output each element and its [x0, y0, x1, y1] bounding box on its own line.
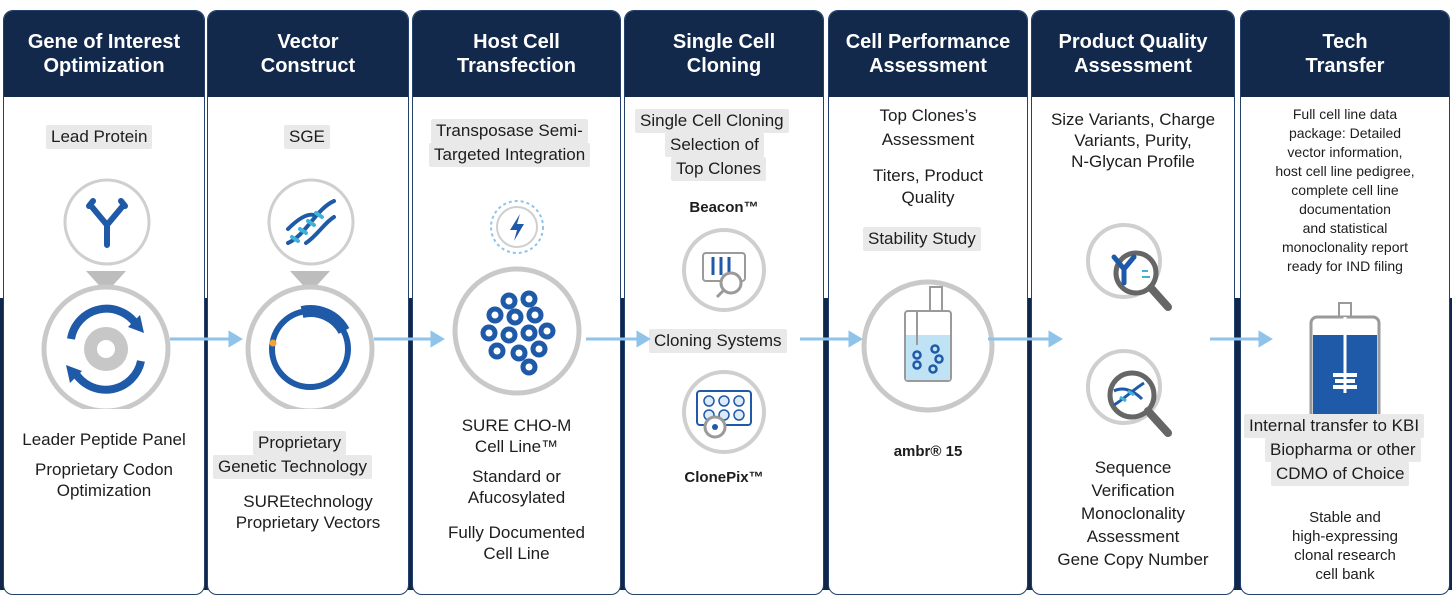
top-text: documentation	[1299, 201, 1391, 217]
header-line: Tech	[1322, 31, 1368, 53]
top-text: host cell line pedigree,	[1275, 163, 1415, 179]
header-line: Host Cell	[473, 31, 560, 53]
plasmid-icon	[245, 271, 375, 409]
cells-icon	[452, 266, 582, 396]
lightning-icon	[490, 200, 544, 254]
label-ambr: ambr® 15	[893, 443, 963, 460]
bottom-text: cell bank	[1315, 566, 1375, 583]
antibody-icon	[63, 178, 151, 266]
magnifier-dna-icon	[1086, 349, 1172, 437]
top-text: Variants, Purity,	[1074, 131, 1192, 150]
bottom-text: Stable and	[1309, 509, 1381, 526]
column-header: Single Cell Cloning	[625, 11, 823, 97]
bottom-text: SUREtechnology	[243, 492, 373, 511]
top-text: complete cell line	[1291, 182, 1399, 198]
column-header: Gene of Interest Optimization	[4, 11, 204, 97]
header-line: Cloning	[686, 55, 762, 77]
column-header: Vector Construct	[208, 11, 408, 97]
top-text: monoclonality report	[1281, 239, 1409, 255]
top-text: Assessment	[881, 130, 975, 149]
header-line: Assessment	[1074, 55, 1192, 77]
bioreactor-icon	[861, 279, 995, 413]
top-text: Size Variants, Charge	[1050, 110, 1216, 129]
tag-selection-of: Selection of	[665, 133, 764, 157]
header-line: Vector	[277, 31, 339, 53]
column-single-cell-cloning: Single Cell Cloning Single Cell Cloning …	[624, 10, 824, 595]
bottom-text: Gene Copy Number	[1057, 550, 1209, 569]
top-text: package: Detailed	[1288, 125, 1402, 141]
beacon-chip-icon	[682, 228, 766, 312]
top-text: Top Clones’s	[879, 106, 977, 125]
column-tech-transfer: Tech Transfer Full cell line data packag…	[1240, 10, 1450, 595]
top-text: Full cell line data	[1292, 106, 1398, 122]
tag-single-cell-cloning: Single Cell Cloning	[635, 109, 789, 133]
header-line: Cell Performance	[845, 31, 1011, 53]
header-line: Product Quality	[1058, 31, 1208, 53]
top-text: Titers, Product	[873, 166, 983, 185]
header-line: Transfer	[1305, 55, 1385, 77]
magnifier-antibody-icon	[1086, 223, 1172, 311]
top-text: N-Glycan Profile	[1071, 152, 1195, 171]
dna-icon	[267, 178, 355, 266]
tag-proprietary: Proprietary	[253, 431, 347, 455]
bottom-text: Leader Peptide Panel	[22, 430, 186, 449]
bottom-text: Proprietary Codon	[35, 460, 173, 479]
bottom-text: Verification	[1091, 481, 1175, 500]
column-header: Tech Transfer	[1241, 11, 1449, 97]
tag-transposase: Transposase Semi-	[431, 119, 588, 143]
column-vector-construct: Vector Construct SGE Proprietary Genetic…	[207, 10, 409, 595]
bioreactor-vessel-icon	[1309, 302, 1381, 425]
bottom-text: Assessment	[1086, 527, 1180, 546]
top-text: Quality	[901, 188, 955, 207]
column-host-cell-transfection: Host Cell Transfection Transposase Semi-…	[412, 10, 621, 595]
tag-targeted-integration: Targeted Integration	[429, 143, 591, 167]
header-line: Optimization	[43, 55, 165, 77]
bottom-text: SURE CHO-M	[461, 416, 572, 435]
top-text: ready for IND filing	[1287, 258, 1403, 274]
tag-cdmo: CDMO of Choice	[1271, 462, 1410, 486]
header-line: Gene of Interest	[27, 31, 181, 53]
bottom-text: Afucosylated	[467, 488, 566, 507]
column-gene-optimization: Gene of Interest Optimization Lead Prote…	[3, 10, 205, 595]
column-header: Product Quality Assessment	[1032, 11, 1234, 97]
tag-lead-protein: Lead Protein	[46, 125, 153, 149]
bottom-text: high-expressing	[1292, 528, 1398, 545]
tag-top-clones: Top Clones	[671, 157, 767, 181]
bottom-text: Proprietary Vectors	[235, 513, 381, 532]
header-line: Transfection	[457, 55, 576, 77]
tag-biopharma: Biopharma or other	[1265, 438, 1421, 462]
column-header: Cell Performance Assessment	[829, 11, 1027, 97]
bottom-text: Cell Line	[483, 544, 550, 563]
header-line: Single Cell	[672, 31, 776, 53]
bottom-text: Optimization	[56, 481, 152, 500]
bottom-text: Fully Documented	[447, 523, 585, 542]
bottom-text: Monoclonality	[1081, 504, 1185, 523]
gear-cycle-icon	[41, 271, 171, 409]
top-text: vector information,	[1287, 144, 1403, 160]
tag-genetic-technology: Genetic Technology	[213, 455, 373, 479]
top-text: and statistical	[1302, 220, 1388, 236]
clonepix-plate-icon	[682, 370, 766, 454]
bottom-text: Standard or	[472, 467, 561, 486]
bottom-text: Cell Line™	[474, 437, 559, 456]
tag-internal-transfer: Internal transfer to KBI	[1244, 414, 1425, 438]
tag-sge: SGE	[284, 125, 330, 149]
tag-stability-study: Stability Study	[863, 227, 981, 251]
bottom-text: clonal research	[1294, 547, 1396, 564]
header-line: Assessment	[869, 55, 987, 77]
label-beacon: Beacon™	[689, 199, 759, 216]
column-product-quality: Product Quality Assessment Size Variants…	[1031, 10, 1235, 595]
label-clonepix: ClonePix™	[684, 469, 764, 486]
bottom-text: Sequence	[1094, 458, 1172, 477]
header-line: Construct	[260, 55, 356, 77]
column-cell-performance: Cell Performance Assessment Top Clones’s…	[828, 10, 1028, 595]
column-header: Host Cell Transfection	[413, 11, 620, 97]
tag-cloning-systems: Cloning Systems	[649, 329, 787, 353]
